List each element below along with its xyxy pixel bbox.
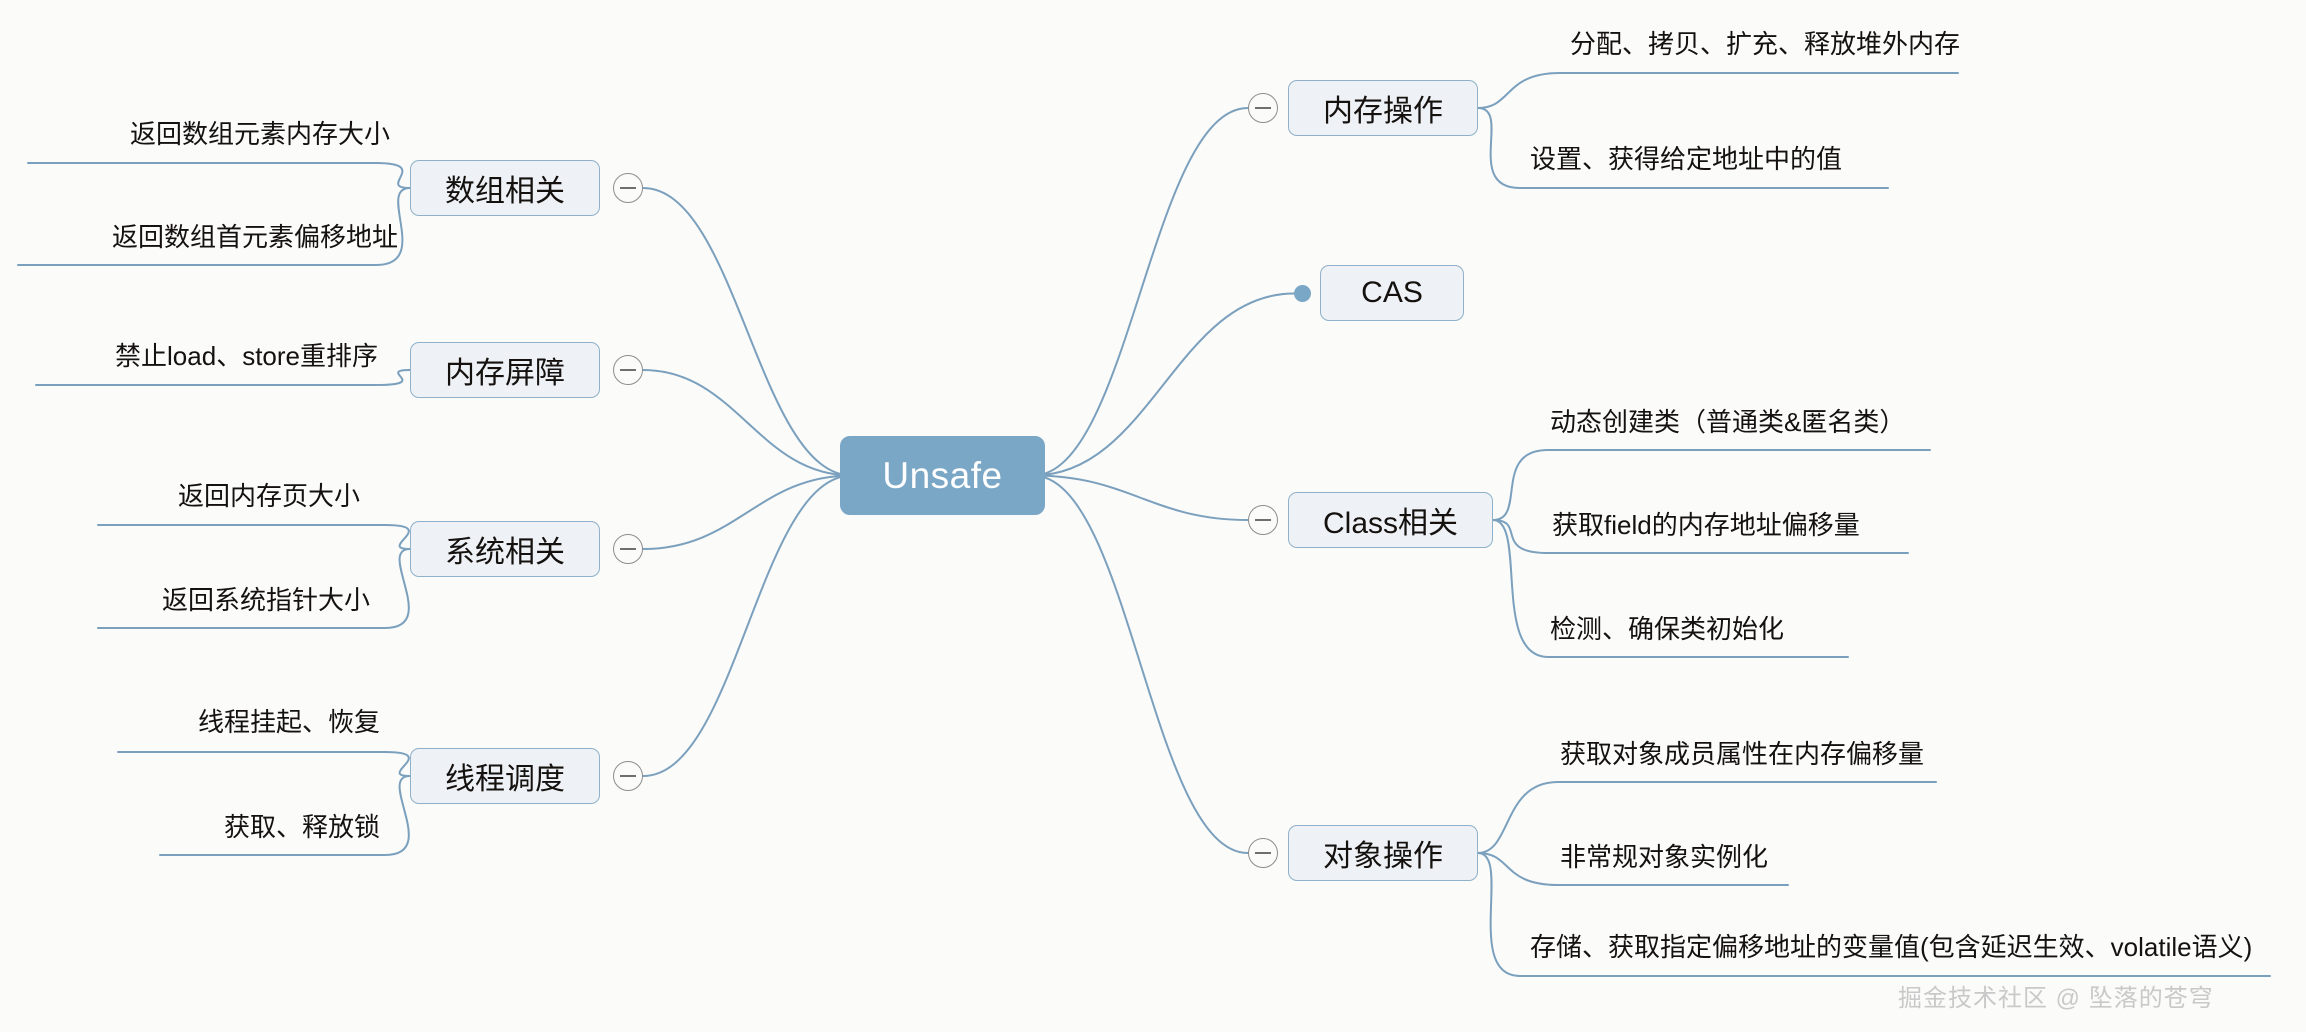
collapse-toggle-memop[interactable] [1248, 93, 1278, 123]
branch-node-membarrier[interactable]: 内存屏障 [410, 342, 600, 398]
leaf-node-objop-1[interactable]: 非常规对象实例化 [1560, 835, 1840, 875]
collapse-toggle-system[interactable] [613, 534, 643, 564]
branch-label: 系统相关 [445, 536, 565, 569]
leaf-label: 返回数组元素内存大小 [129, 118, 390, 149]
branch-label: 线程调度 [445, 763, 565, 796]
leaf-node-system-1[interactable]: 返回系统指针大小 [90, 578, 370, 618]
branch-node-memop[interactable]: 内存操作 [1288, 80, 1478, 136]
leaf-label: 获取、释放锁 [223, 811, 380, 842]
leaf-node-array-0[interactable]: 返回数组元素内存大小 [30, 112, 390, 152]
leaf-label: 设置、获得给定地址中的值 [1530, 143, 1843, 174]
collapse-toggle-classrel[interactable] [1248, 505, 1278, 535]
leaf-label: 禁止load、store重排序 [115, 340, 378, 371]
branch-label: 数组相关 [445, 175, 565, 208]
leaf-node-classrel-2[interactable]: 检测、确保类初始化 [1550, 607, 1850, 647]
watermark: 掘金技术社区 @ 坠落的苍穹 [1898, 985, 2214, 1012]
leaf-node-array-1[interactable]: 返回数组首元素偏移地址 [18, 215, 398, 255]
leaf-label: 非常规对象实例化 [1560, 841, 1769, 872]
leaf-label: 动态创建类（普通类&匿名类） [1550, 406, 1906, 437]
leaf-label: 返回系统指针大小 [161, 584, 370, 615]
leaf-label: 返回数组首元素偏移地址 [111, 221, 398, 252]
leaf-node-classrel-0[interactable]: 动态创建类（普通类&匿名类） [1550, 400, 1950, 440]
leaf-node-system-0[interactable]: 返回内存页大小 [100, 474, 360, 514]
leaf-node-memop-1[interactable]: 设置、获得给定地址中的值 [1530, 137, 1890, 177]
leaf-node-objop-0[interactable]: 获取对象成员属性在内存偏移量 [1560, 732, 1960, 772]
leaf-node-memop-0[interactable]: 分配、拷贝、扩充、释放堆外内存 [1570, 22, 1990, 62]
leaf-node-classrel-1[interactable]: 获取field的内存地址偏移量 [1552, 503, 1932, 543]
leaf-label: 获取field的内存地址偏移量 [1552, 509, 1860, 540]
leaf-node-membarrier-0[interactable]: 禁止load、store重排序 [38, 334, 378, 374]
branch-node-classrel[interactable]: Class相关 [1288, 492, 1493, 548]
branch-node-system[interactable]: 系统相关 [410, 521, 600, 577]
collapse-toggle-objop[interactable] [1248, 838, 1278, 868]
leaf-label: 检测、确保类初始化 [1550, 613, 1785, 644]
branch-node-objop[interactable]: 对象操作 [1288, 825, 1478, 881]
root-node-unsafe[interactable]: Unsafe [840, 436, 1045, 515]
leaf-label: 获取对象成员属性在内存偏移量 [1560, 738, 1925, 769]
leaf-dot-marker-cas [1294, 285, 1311, 302]
branch-label: 内存操作 [1323, 95, 1443, 128]
collapse-toggle-array[interactable] [613, 173, 643, 203]
leaf-node-thread-1[interactable]: 获取、释放锁 [160, 805, 380, 845]
branch-label: 对象操作 [1323, 840, 1443, 873]
branch-node-array[interactable]: 数组相关 [410, 160, 600, 216]
branch-node-thread[interactable]: 线程调度 [410, 748, 600, 804]
leaf-label: 线程挂起、恢复 [197, 706, 380, 737]
leaf-node-thread-0[interactable]: 线程挂起、恢复 [120, 700, 380, 740]
branch-label: Class相关 [1322, 507, 1458, 540]
branch-node-cas[interactable]: CAS [1320, 265, 1464, 321]
leaf-label: 存储、获取指定偏移地址的变量值(包含延迟生效、volatile语义) [1530, 931, 2253, 962]
branch-label: CAS [1361, 276, 1423, 309]
collapse-toggle-membarrier[interactable] [613, 355, 643, 385]
leaf-node-objop-2[interactable]: 存储、获取指定偏移地址的变量值(包含延迟生效、volatile语义) [1530, 925, 2270, 965]
leaf-label: 返回内存页大小 [177, 480, 360, 511]
branch-label: 内存屏障 [445, 357, 565, 390]
collapse-toggle-thread[interactable] [613, 761, 643, 791]
leaf-label: 分配、拷贝、扩充、释放堆外内存 [1570, 28, 1961, 59]
